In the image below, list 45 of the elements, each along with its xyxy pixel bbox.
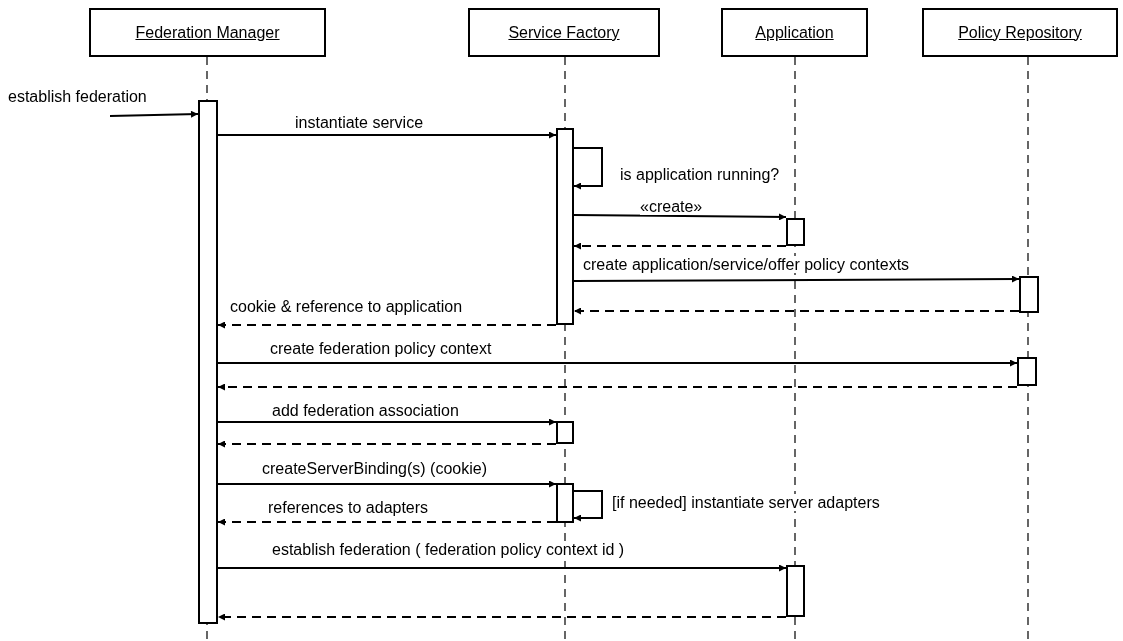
- return-arrow: [573, 242, 787, 250]
- message-label: establish federation ( federation policy context id ): [272, 541, 625, 558]
- message-label: references to adapters: [268, 499, 429, 516]
- participant-box: [89, 8, 326, 57]
- activation-bar: [786, 565, 805, 617]
- message-arrow: [109, 110, 199, 118]
- participant-name: Policy Repository: [958, 23, 1082, 42]
- participant-box: [721, 8, 868, 57]
- activation-bar: [556, 128, 574, 325]
- message-label: instantiate service: [295, 114, 424, 131]
- message-label: cookie & reference to application: [230, 298, 463, 315]
- message-label: [if needed] instantiate server adapters: [612, 494, 880, 511]
- activation-bar: [556, 421, 574, 444]
- message-label: createServerBinding(s) (cookie): [262, 460, 487, 477]
- message-label: «create»: [640, 198, 703, 215]
- message-arrow: [573, 213, 787, 221]
- activation-bar: [786, 218, 805, 246]
- return-arrow: [217, 321, 557, 329]
- return-arrow: [573, 307, 1020, 315]
- message-arrow: [217, 359, 1018, 367]
- return-arrow: [217, 440, 557, 448]
- return-arrow: [217, 613, 787, 621]
- activation-bar: [1019, 276, 1039, 313]
- message-arrow: [217, 131, 557, 139]
- participant-name: Application: [755, 23, 834, 42]
- message-arrow: [573, 275, 1020, 283]
- participant-box: [922, 8, 1118, 57]
- activation-bar: [1017, 357, 1037, 386]
- message-arrow: [217, 418, 557, 426]
- message-label: create application/service/offer policy contexts: [583, 256, 910, 273]
- message-arrow: [217, 564, 787, 572]
- message-label: create federation policy context: [270, 340, 492, 357]
- return-arrow: [217, 383, 1018, 391]
- participant-box: [468, 8, 660, 57]
- message-label: establish federation: [8, 88, 147, 105]
- message-arrow: [217, 480, 557, 488]
- message-label: add federation association: [272, 402, 459, 419]
- self-message-arrow: [573, 490, 603, 522]
- message-label: is application running?: [620, 166, 780, 183]
- return-arrow: [217, 518, 557, 526]
- participant-name: Service Factory: [508, 23, 620, 42]
- self-message-arrow: [573, 147, 603, 190]
- activation-bar: [556, 483, 574, 523]
- participant-name: Federation Manager: [135, 23, 280, 42]
- activation-bar: [198, 100, 218, 624]
